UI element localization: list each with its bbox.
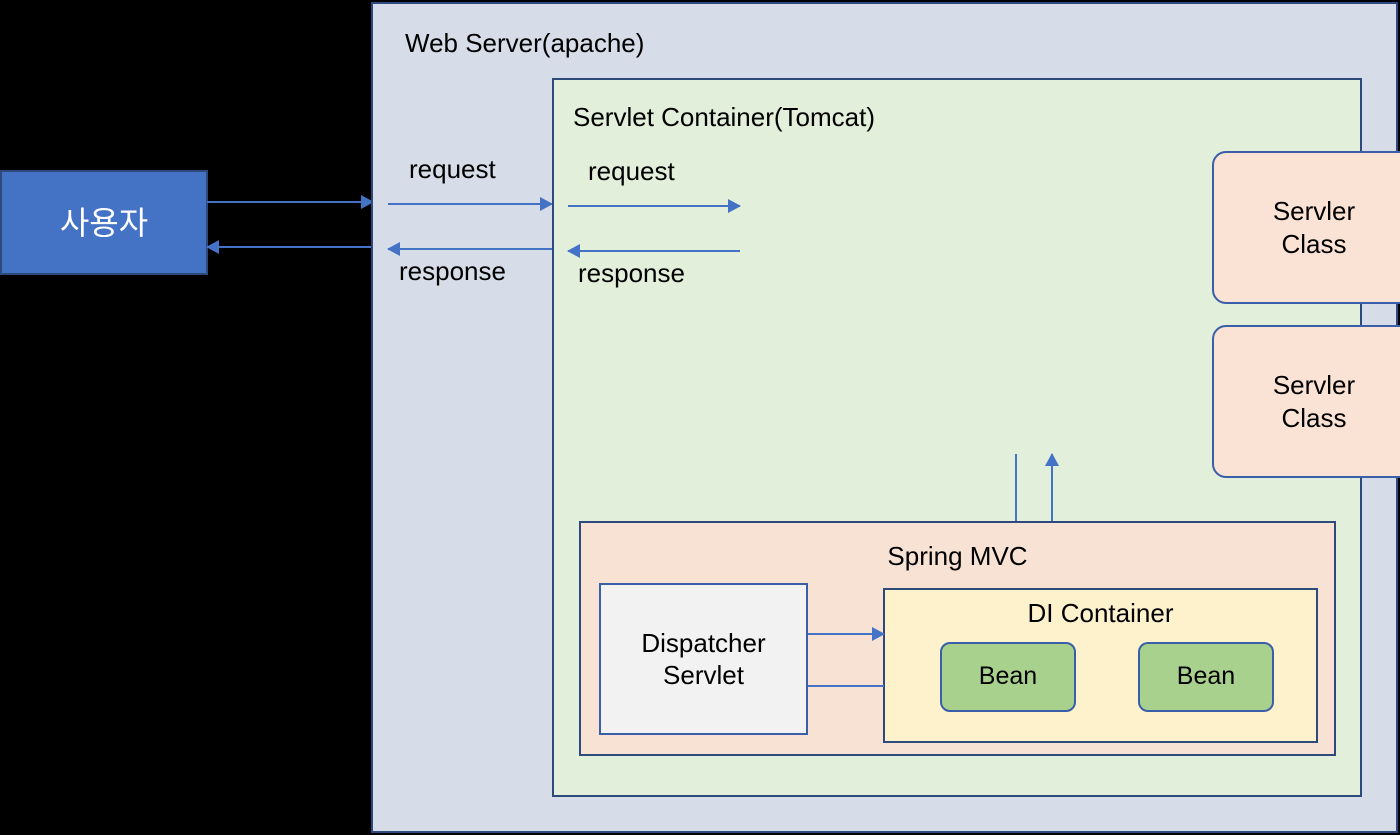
arrow-shaft — [568, 205, 740, 207]
arrow-head — [540, 197, 553, 211]
arrow-head — [872, 627, 885, 641]
web-server-title: Web Server(apache) — [405, 28, 645, 58]
arrow-head — [387, 242, 400, 256]
dispatcher-servlet-node[interactable]: Dispatcher Servlet — [599, 583, 808, 735]
arrow-outer-response — [387, 242, 552, 256]
bean-node[interactable]: Bean — [1138, 642, 1274, 712]
arrow-head — [1045, 453, 1059, 466]
arrow-inner-request — [568, 199, 741, 213]
arrow-shaft — [388, 203, 552, 205]
servlet-container-title: Servlet Container(Tomcat) — [573, 102, 875, 132]
web-server-container: Web Server(apache) request response Serv… — [371, 2, 1400, 833]
di-container-title: DI Container — [1027, 598, 1174, 628]
label-outer-request: request — [409, 154, 496, 184]
arrow-webserver-to-user — [206, 240, 373, 254]
servlet-class-node[interactable]: Servler Class — [1212, 151, 1400, 304]
arrow-shaft — [568, 250, 740, 252]
arrow-shaft — [207, 246, 373, 248]
user-node[interactable]: 사용자 — [0, 170, 208, 275]
arrow-head — [728, 199, 741, 213]
arrow-head — [567, 244, 580, 258]
arrow-shaft — [787, 633, 884, 635]
label-outer-response: response — [399, 256, 506, 286]
arrow-head — [206, 240, 219, 254]
spring-mvc-title: Spring MVC — [887, 541, 1028, 571]
arrow-shaft — [388, 248, 552, 250]
di-container: DI Container Bean Bean — [883, 588, 1318, 743]
arrow-dispatcher-to-di — [787, 627, 885, 641]
arrow-inner-response — [567, 244, 740, 258]
arrow-user-to-webserver — [207, 195, 374, 209]
arrow-shaft — [207, 201, 373, 203]
arrow-head — [361, 195, 374, 209]
arrow-outer-request — [388, 197, 553, 211]
bean-node[interactable]: Bean — [940, 642, 1076, 712]
servlet-class-node[interactable]: Servler Class — [1212, 325, 1400, 478]
label-inner-response: response — [578, 258, 685, 288]
label-inner-request: request — [588, 156, 675, 186]
arrow-shaft — [787, 685, 884, 687]
